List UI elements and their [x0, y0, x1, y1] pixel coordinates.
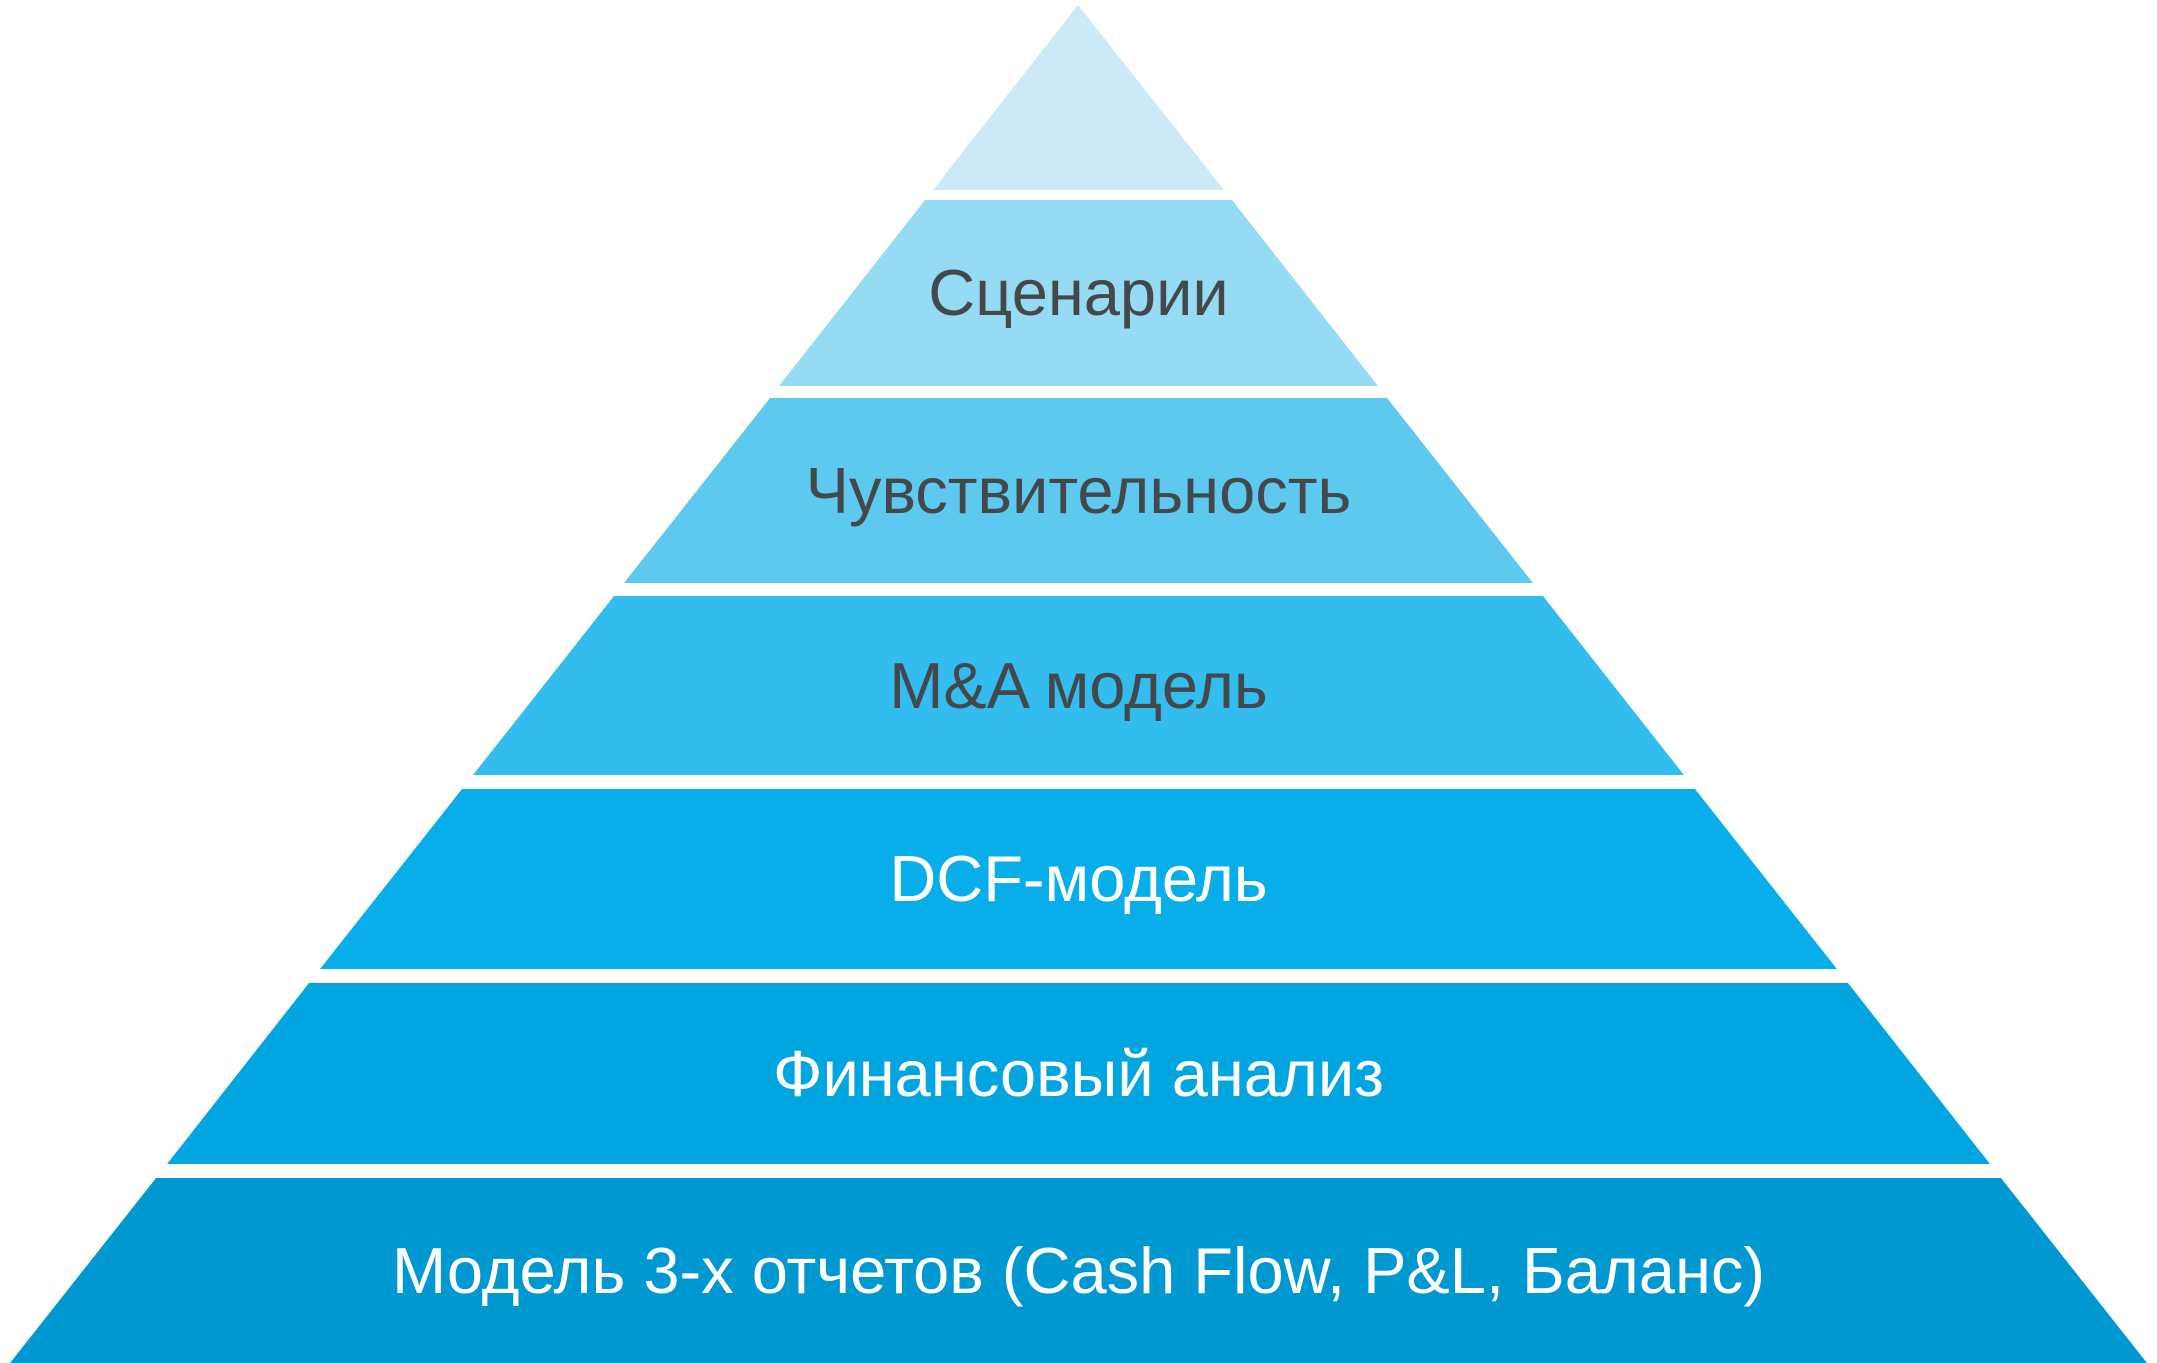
level-label-financial-analysis: Финансовый анализ [773, 1036, 1384, 1110]
level-label-sensitivity: Чувствительность [805, 453, 1352, 527]
pyramid-level-dcf-model: DCF-модель [320, 789, 1837, 969]
pyramid-level-three-statement-model: Модель 3-х отчетов (Cash Flow, P&L, Бала… [10, 1178, 2147, 1363]
level-label-three-statement-model: Модель 3-х отчетов (Cash Flow, P&L, Бала… [392, 1233, 1765, 1307]
pyramid-level-financial-analysis: Финансовый анализ [167, 983, 1990, 1164]
level-label-dcf-model: DCF-модель [889, 842, 1268, 916]
pyramid-level-ma-model: M&A модель [473, 596, 1684, 775]
pyramid-level-apex [933, 5, 1224, 190]
pyramid-level-sensitivity: Чувствительность [624, 398, 1533, 583]
level-label-ma-model: M&A модель [889, 648, 1268, 722]
level-label-scenarios: Сценарии [928, 256, 1229, 330]
pyramid-level-scenarios: Сценарии [779, 200, 1378, 386]
